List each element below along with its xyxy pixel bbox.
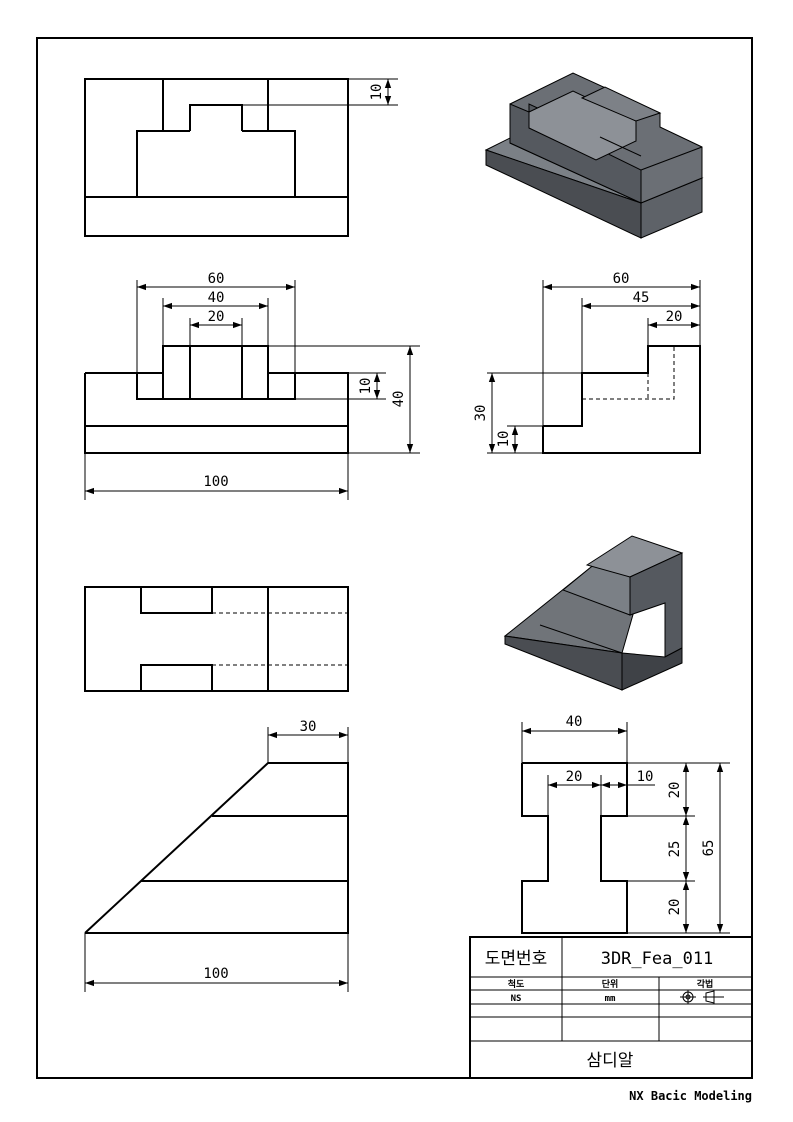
- dim-total-height: 40: [391, 391, 407, 408]
- unit-value: mm: [605, 994, 616, 1004]
- i-section-view: 40 20 10 20 25 20 65: [521, 714, 730, 934]
- footer-caption: NX Bacic Modeling: [629, 1089, 752, 1103]
- dim-step-height-2: 10: [358, 378, 374, 395]
- dim-base-length: 100: [203, 474, 228, 490]
- dim-web-width: 20: [566, 769, 583, 785]
- dim-height: 30: [473, 405, 489, 422]
- dim-base-height: 10: [496, 431, 512, 448]
- title-block: 도면번호 3DR_Fea_011 척도 단위 각법 NS mm 삼디알: [469, 936, 753, 1079]
- unit-label: 단위: [602, 978, 619, 990]
- iso-view-2: [503, 535, 684, 691]
- top-view-1: 10: [84, 78, 398, 237]
- dim-overall-width: 60: [208, 271, 225, 287]
- scale-label: 척도: [508, 978, 525, 990]
- sheet-border: [36, 37, 753, 1079]
- dim-flange-depth: 10: [637, 769, 654, 785]
- top-view-2: [84, 586, 349, 692]
- dim-upper-depth: 45: [633, 290, 650, 306]
- dim-total-height-2: 65: [701, 840, 717, 857]
- dim-slot-width: 20: [208, 309, 225, 325]
- drawing-number-label: 도면번호: [485, 949, 548, 969]
- projection-label: 각법: [697, 978, 714, 990]
- iso-view-1: [484, 72, 704, 239]
- dim-step-height: 10: [369, 84, 385, 101]
- scale-value: NS: [511, 994, 522, 1004]
- projection-symbol-icon: [680, 990, 724, 1004]
- dim-total-depth: 60: [613, 271, 630, 287]
- dim-bottom-flange: 20: [667, 899, 683, 916]
- dim-base-length-2: 100: [203, 966, 228, 982]
- dim-web-height: 25: [667, 841, 683, 858]
- part-name: 삼디알: [587, 1051, 634, 1071]
- dim-inner-width: 40: [208, 290, 225, 306]
- dim-boss-depth: 20: [666, 309, 683, 325]
- dim-width: 40: [566, 714, 583, 730]
- ramp-view: 30 100: [84, 719, 349, 992]
- dim-top-length: 30: [300, 719, 317, 735]
- dim-top-flange: 20: [667, 782, 683, 799]
- front-view: 60 40 20 10 40 100: [84, 271, 420, 500]
- side-view: 60 45 20 30 10: [473, 271, 701, 454]
- drawing-number: 3DR_Fea_011: [601, 949, 714, 969]
